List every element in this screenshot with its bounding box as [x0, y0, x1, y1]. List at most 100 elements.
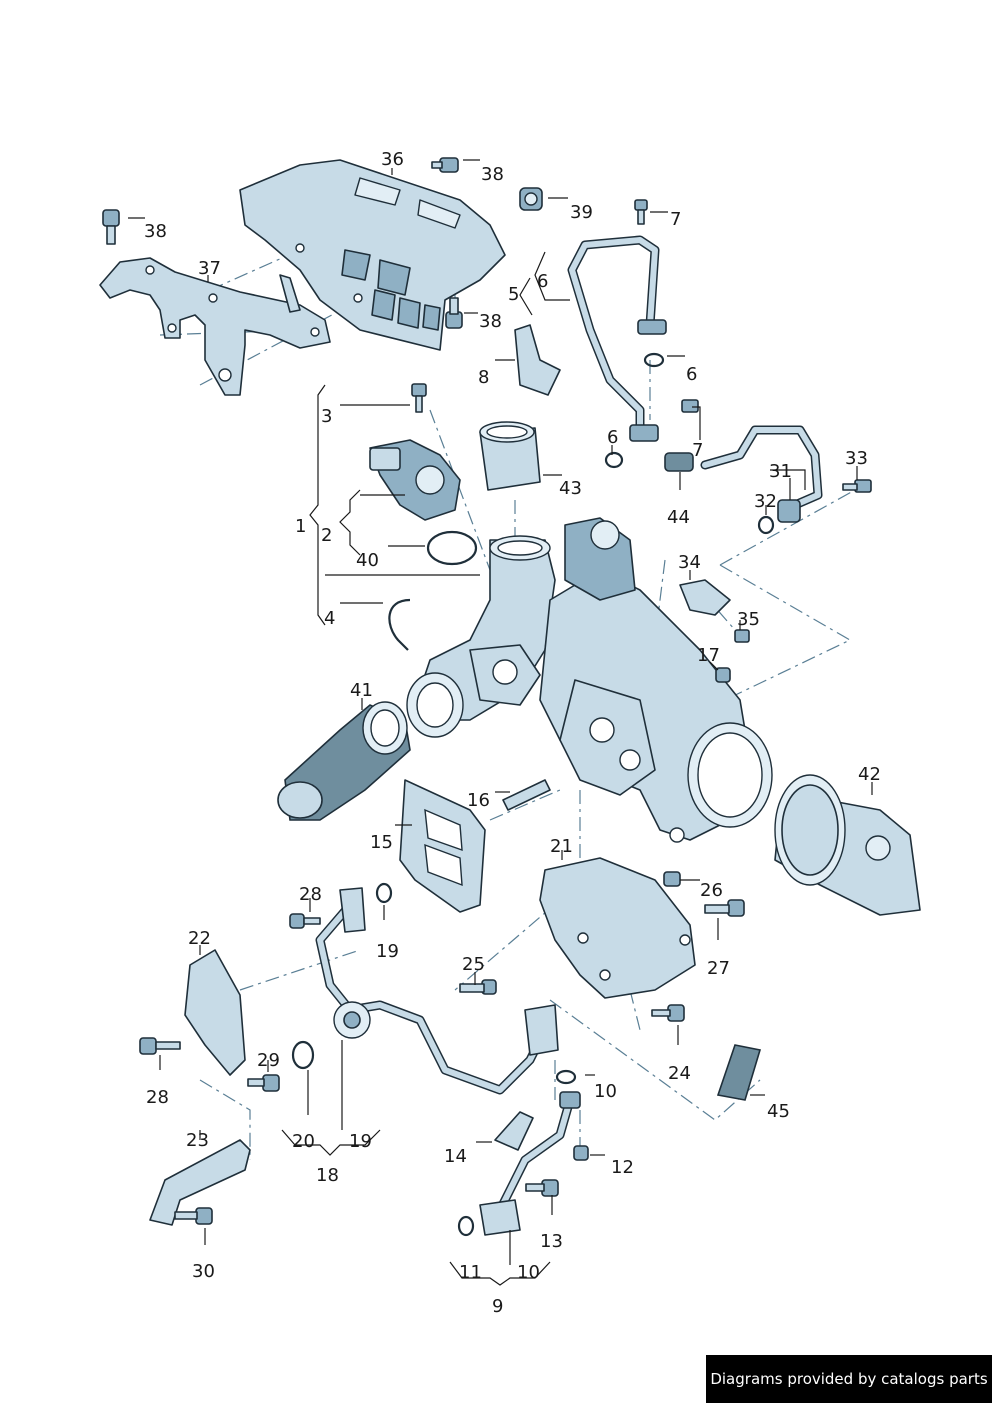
- callout-45: 45: [767, 1101, 790, 1122]
- callout-38-right: 38: [479, 311, 502, 332]
- callout-10-top: 10: [594, 1081, 617, 1102]
- o-ring-40: [426, 530, 478, 566]
- nut-26: [663, 871, 681, 887]
- bolt-38-right: [445, 297, 463, 329]
- seal-11: [457, 1215, 475, 1237]
- coolant-pipe-9: [479, 1091, 581, 1236]
- assembly-lines: [159, 249, 856, 1160]
- bolt-12: [573, 1145, 589, 1161]
- callout-29: 29: [257, 1050, 280, 1071]
- callout-18: 18: [316, 1165, 339, 1186]
- sleeve-45: [716, 1044, 762, 1101]
- intake-hose-41: [277, 672, 464, 821]
- callout-33: 33: [845, 448, 868, 469]
- callout-19-top: 19: [376, 941, 399, 962]
- callout-36: 36: [381, 149, 404, 170]
- bolt-28-left: [139, 1037, 181, 1055]
- bracket-34: [679, 579, 731, 616]
- clip-8: [514, 324, 561, 396]
- bolt-7-top: [634, 199, 648, 225]
- callout-5: 5: [508, 284, 519, 305]
- callout-44: 44: [667, 507, 690, 528]
- callout-34: 34: [678, 552, 701, 573]
- callout-20: 20: [292, 1131, 315, 1152]
- gasket-15: [399, 779, 486, 913]
- callout-9: 9: [492, 1296, 503, 1317]
- watermark-text: Diagrams provided by catalogs parts: [710, 1370, 988, 1388]
- callout-6-right: 6: [686, 364, 697, 385]
- oil-pipe-31: [700, 425, 823, 523]
- catalytic-converter-42: [774, 774, 921, 916]
- callout-11: 11: [459, 1262, 482, 1283]
- callout-31: 31: [769, 461, 792, 482]
- callout-23: 23: [186, 1130, 209, 1151]
- callout-39: 39: [570, 202, 593, 223]
- bolt-29: [247, 1074, 280, 1092]
- callout-38-top: 38: [481, 164, 504, 185]
- callout-26: 26: [700, 880, 723, 901]
- bracket-23: [149, 1139, 251, 1226]
- seal-20: [291, 1040, 315, 1070]
- bolt-7-right: [681, 399, 699, 413]
- leader-lines: [128, 159, 873, 1286]
- callout-16: 16: [467, 790, 490, 811]
- callout-8: 8: [478, 367, 489, 388]
- callout-30: 30: [192, 1261, 215, 1282]
- bolt-33: [842, 479, 872, 493]
- callout-15: 15: [370, 832, 393, 853]
- connector-43: [479, 421, 541, 491]
- watermark-banner: Diagrams provided by catalogs parts: [706, 1355, 992, 1403]
- seal-32: [757, 515, 775, 535]
- clip-14: [494, 1111, 534, 1151]
- heat-shield-36: [239, 159, 506, 351]
- callout-13: 13: [540, 1231, 563, 1252]
- bolt-24: [651, 1004, 685, 1022]
- callout-7-top: 7: [670, 209, 681, 230]
- callout-22: 22: [188, 928, 211, 949]
- bolt-28-top: [289, 913, 321, 929]
- hose-44: [664, 452, 694, 472]
- bolt-38-left: [102, 209, 120, 245]
- callout-27: 27: [707, 958, 730, 979]
- heat-shield-21: [539, 857, 696, 999]
- callout-6-top: 6: [537, 271, 548, 292]
- seal-19-top: [375, 882, 393, 904]
- bolt-27: [704, 899, 745, 917]
- callout-3: 3: [321, 406, 332, 427]
- callout-14: 14: [444, 1146, 467, 1167]
- callout-42: 42: [858, 764, 881, 785]
- callout-12: 12: [611, 1157, 634, 1178]
- coolant-pipe-18: [315, 887, 559, 1095]
- bolt-38-top: [431, 157, 459, 173]
- callout-19-bottom: 19: [349, 1131, 372, 1152]
- clamp-4: [388, 598, 411, 651]
- bolt-3: [411, 383, 427, 413]
- callout-35: 35: [737, 609, 760, 630]
- callout-7-mid: 7: [692, 440, 703, 461]
- callout-21: 21: [550, 836, 573, 857]
- seal-6-left: [604, 451, 624, 469]
- bolt-35: [734, 629, 750, 643]
- callout-1: 1: [295, 516, 306, 537]
- bracket-37: [99, 257, 331, 396]
- callout-labels: 36 38 39 38 37 38 7 5 6 8 6 3 6 7 43 44 …: [144, 149, 881, 1317]
- nut-17: [715, 667, 731, 683]
- callout-40: 40: [356, 550, 379, 571]
- callout-38-left: 38: [144, 221, 167, 242]
- callout-6-mid: 6: [607, 427, 618, 448]
- callout-4: 4: [324, 608, 335, 629]
- callout-41: 41: [350, 680, 373, 701]
- callout-24: 24: [668, 1063, 691, 1084]
- callout-2: 2: [321, 525, 332, 546]
- callout-43: 43: [559, 478, 582, 499]
- oil-pipe-5: [567, 235, 667, 442]
- stud-16: [502, 779, 551, 811]
- plug-39: [519, 187, 543, 211]
- callout-17: 17: [697, 645, 720, 666]
- callout-25: 25: [462, 954, 485, 975]
- seal-6-top: [643, 352, 665, 368]
- actuator-2: [369, 439, 461, 521]
- bolt-30: [174, 1207, 213, 1225]
- callout-37: 37: [198, 258, 221, 279]
